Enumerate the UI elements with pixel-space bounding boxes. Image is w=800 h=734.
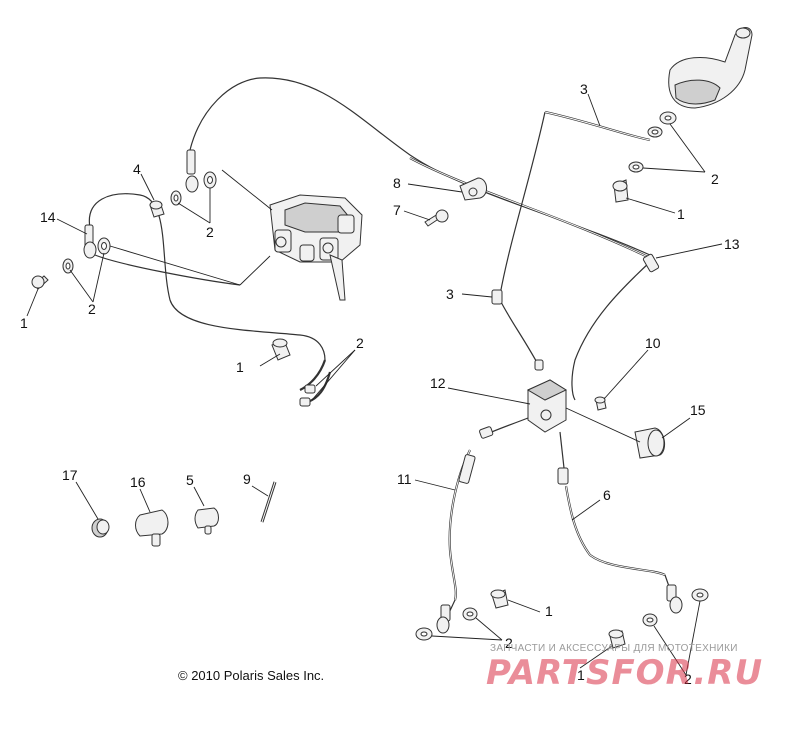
line-clip [459,177,487,201]
callout-5: 5 [186,472,194,488]
callout-6: 6 [603,487,611,503]
grommet-17 [91,518,110,538]
callout-12: 12 [430,375,446,391]
callout-7: 7 [393,202,401,218]
junction-block [526,379,568,433]
callout-1: 1 [236,359,244,375]
pressure-switch [634,427,666,459]
callout-9: 9 [243,471,251,487]
leader-lines [26,93,723,676]
callout-3: 3 [580,81,588,97]
callout-3: 3 [446,286,454,302]
clamp-16 [135,509,169,547]
callout-2: 2 [206,224,214,240]
callout-8: 8 [393,175,401,191]
clamp-5 [194,507,219,535]
cable-tie-9 [260,481,277,523]
front-master-cylinder [668,27,753,109]
callout-1: 1 [545,603,553,619]
banjo-fittings [83,149,683,634]
callout-1: 1 [677,206,685,222]
crush-washers [62,111,709,641]
callout-2: 2 [711,171,719,187]
callout-15: 15 [690,402,706,418]
hydraulic-control-unit [269,194,363,301]
brake-line-6 [557,431,677,602]
callout-11: 11 [397,471,412,487]
brake-line-14 [88,193,326,361]
callout-1: 1 [577,667,585,683]
brake-line-3 [491,110,651,371]
callout-1: 1 [20,315,28,331]
callout-13: 13 [724,236,740,252]
callout-2: 2 [88,301,96,317]
brake-line-11 [440,417,529,622]
rivet [424,209,449,227]
callout-16: 16 [130,474,146,490]
callout-2: 2 [505,635,513,651]
callout-2: 2 [684,671,692,687]
brake-line-13 [189,77,660,401]
callout-10: 10 [645,335,661,351]
bleeder-bolt [149,200,165,218]
watermark: ЗАПЧАСТИ И АКСЕССУАРЫ ДЛЯ МОТОТЕХНИКИ PA… [486,643,763,693]
callout-numbers: 1 2 14 4 2 1 2 8 7 3 2 1 13 3 10 12 15 1… [20,81,740,687]
copyright-notice: © 2010 Polaris Sales Inc. [178,668,324,683]
brake-hose-left [299,359,332,404]
callout-4: 4 [133,161,141,177]
callout-2: 2 [356,335,364,351]
callout-17: 17 [62,467,78,483]
watermark-brand: PARTSFOR.RU [486,653,763,693]
callout-14: 14 [40,209,56,225]
banjo-bolts [31,179,629,649]
watermark-tagline: ЗАПЧАСТИ И АКСЕССУАРЫ ДЛЯ МОТОТЕХНИКИ [490,643,738,654]
